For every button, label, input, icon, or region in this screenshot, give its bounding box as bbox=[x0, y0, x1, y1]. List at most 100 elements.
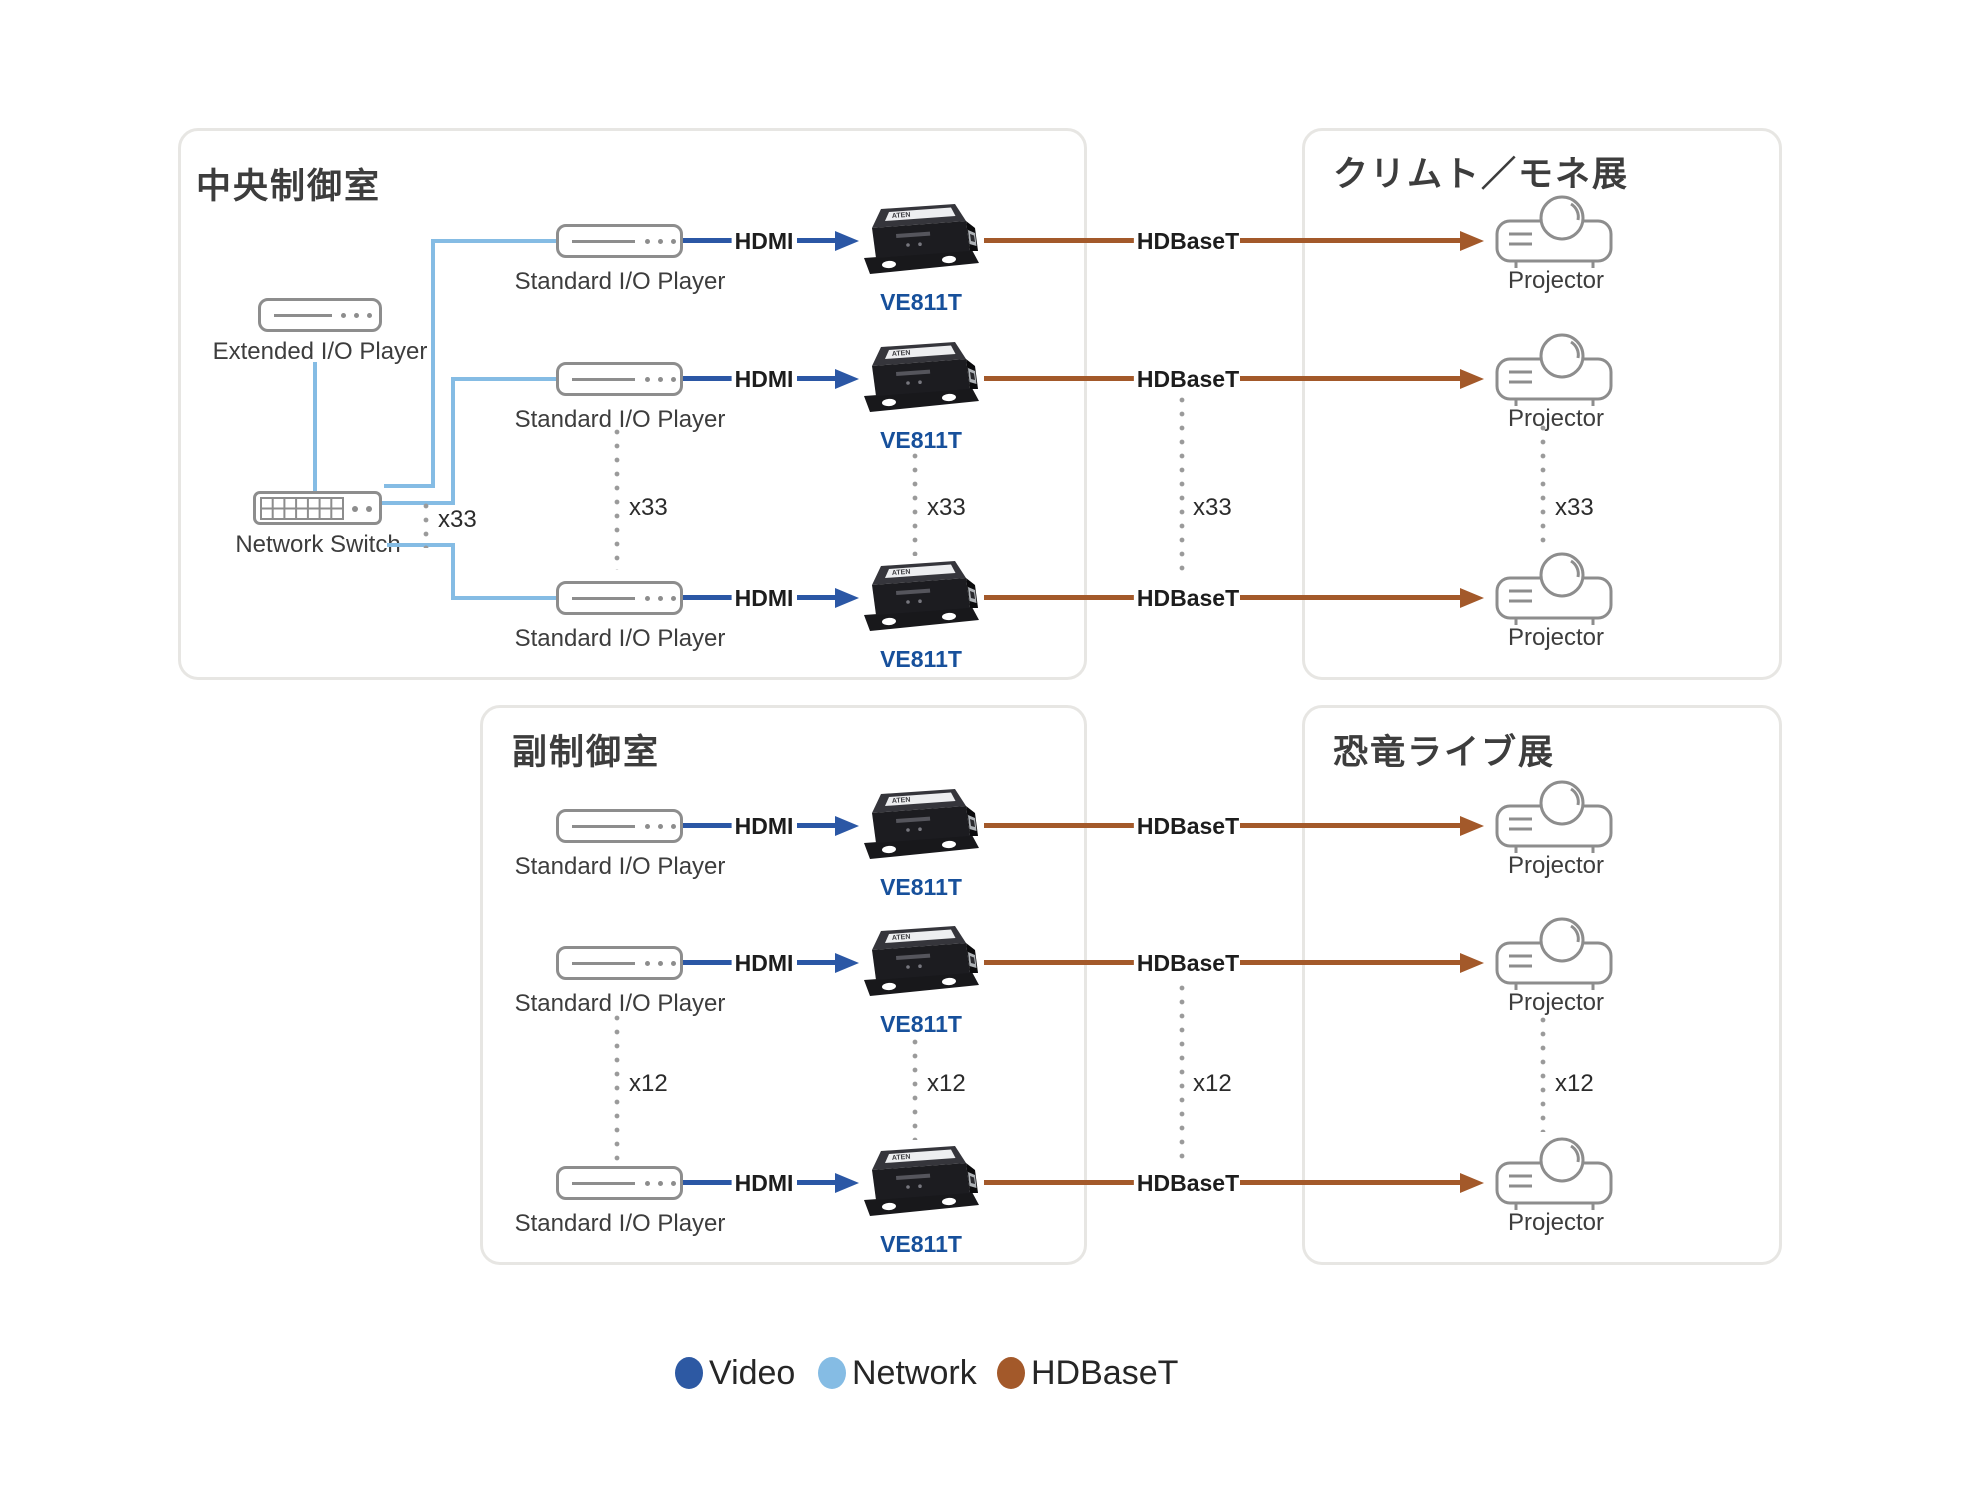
hdbaset-label: HDBaseT bbox=[1133, 813, 1243, 840]
video-arrow-icon bbox=[835, 953, 859, 973]
standard-io-player-label: Standard I/O Player bbox=[514, 990, 726, 1017]
video-line bbox=[797, 595, 835, 600]
player-dot bbox=[671, 1181, 676, 1186]
panel-title-dino: 恐竜ライブ展 bbox=[1333, 733, 1556, 772]
dotted-repeat-line bbox=[423, 502, 429, 548]
player-dot bbox=[645, 961, 650, 966]
ve811t-label: VE811T bbox=[880, 1231, 962, 1257]
player-dot bbox=[658, 1181, 663, 1186]
standard-io-player-icon bbox=[556, 362, 683, 396]
hdmi-label: HDMI bbox=[731, 228, 797, 255]
player-dot bbox=[645, 824, 650, 829]
dotted-repeat-line bbox=[912, 452, 918, 556]
network-line bbox=[382, 501, 455, 505]
player-dot bbox=[658, 377, 663, 382]
hdbaset-line bbox=[1240, 376, 1460, 381]
hdbaset-line bbox=[984, 960, 1136, 965]
multiplier-label: x33 bbox=[927, 494, 966, 521]
legend-video-label: Video bbox=[709, 1354, 796, 1392]
video-line bbox=[797, 1180, 835, 1185]
ve811t-transmitter-icon bbox=[856, 786, 982, 866]
network-switch-icon bbox=[253, 491, 382, 525]
projector-icon bbox=[1494, 195, 1618, 271]
hdmi-label: HDMI bbox=[731, 585, 797, 612]
hdbaset-line bbox=[984, 238, 1136, 243]
hdbaset-line bbox=[1240, 823, 1460, 828]
hdbaset-line bbox=[1240, 238, 1460, 243]
player-dot bbox=[341, 313, 346, 318]
ve811t-label: VE811T bbox=[880, 1011, 962, 1037]
network-line bbox=[455, 596, 556, 600]
ve811t-transmitter-icon bbox=[856, 558, 982, 638]
player-dot bbox=[671, 596, 676, 601]
multiplier-label: x33 bbox=[438, 506, 477, 533]
legend-hdbaset-label: HDBaseT bbox=[1031, 1354, 1179, 1392]
hdbaset-arrow-icon bbox=[1460, 369, 1484, 389]
legend-network-dot bbox=[818, 1357, 846, 1389]
multiplier-label: x12 bbox=[629, 1070, 668, 1097]
hdbaset-arrow-icon bbox=[1460, 231, 1484, 251]
ve811t-label: VE811T bbox=[880, 427, 962, 453]
standard-io-player-icon bbox=[556, 581, 683, 615]
player-dot bbox=[658, 596, 663, 601]
player-slot-line bbox=[572, 1181, 635, 1185]
video-line bbox=[797, 823, 835, 828]
hdbaset-line bbox=[1240, 595, 1460, 600]
standard-io-player-icon bbox=[556, 1166, 683, 1200]
player-dot bbox=[367, 313, 372, 318]
video-arrow-icon bbox=[835, 1173, 859, 1193]
dotted-repeat-line bbox=[614, 428, 620, 570]
legend-video-dot bbox=[675, 1357, 703, 1389]
player-slot-line bbox=[572, 824, 635, 828]
hdbaset-label: HDBaseT bbox=[1133, 950, 1243, 977]
video-line bbox=[797, 376, 835, 381]
player-slot-line bbox=[274, 313, 332, 317]
video-arrow-icon bbox=[835, 816, 859, 836]
ve811t-transmitter-icon bbox=[856, 201, 982, 281]
projector-label: Projector bbox=[1507, 852, 1605, 879]
hdmi-label: HDMI bbox=[731, 366, 797, 393]
dotted-repeat-line bbox=[1540, 424, 1546, 544]
hdbaset-label: HDBaseT bbox=[1133, 228, 1243, 255]
projector-icon bbox=[1494, 917, 1618, 993]
hdbaset-line bbox=[984, 1180, 1136, 1185]
network-line bbox=[387, 543, 453, 547]
hdmi-label: HDMI bbox=[731, 813, 797, 840]
hdbaset-arrow-icon bbox=[1460, 1173, 1484, 1193]
projector-icon bbox=[1494, 333, 1618, 409]
ve811t-label: VE811T bbox=[880, 874, 962, 900]
player-dot bbox=[645, 1181, 650, 1186]
hdbaset-arrow-icon bbox=[1460, 588, 1484, 608]
hdbaset-line bbox=[1240, 1180, 1460, 1185]
panel-title-klimt: クリムト／モネ展 bbox=[1333, 155, 1630, 194]
multiplier-label: x33 bbox=[1193, 494, 1232, 521]
projector-label: Projector bbox=[1507, 989, 1605, 1016]
ve811t-label: VE811T bbox=[880, 289, 962, 315]
ve811t-transmitter-icon bbox=[856, 923, 982, 1003]
video-line bbox=[683, 1180, 733, 1185]
player-slot-line bbox=[572, 961, 635, 965]
player-dot bbox=[658, 239, 663, 244]
dotted-repeat-line bbox=[912, 1038, 918, 1140]
legend-network-label: Network bbox=[852, 1354, 977, 1392]
extended-io-player-icon bbox=[258, 298, 382, 332]
video-line bbox=[683, 238, 733, 243]
multiplier-label: x12 bbox=[1555, 1070, 1594, 1097]
dotted-repeat-line bbox=[1540, 1016, 1546, 1132]
extended-io-player-label: Extended I/O Player bbox=[212, 338, 428, 365]
projector-icon bbox=[1494, 780, 1618, 856]
video-arrow-icon bbox=[835, 588, 859, 608]
standard-io-player-icon bbox=[556, 224, 683, 258]
panel-title-central: 中央制御室 bbox=[196, 167, 382, 206]
video-arrow-icon bbox=[835, 369, 859, 389]
hdmi-label: HDMI bbox=[731, 1170, 797, 1197]
network-line-extended-to-switch bbox=[313, 362, 317, 491]
video-line bbox=[683, 823, 733, 828]
projector-label: Projector bbox=[1507, 1209, 1605, 1236]
multiplier-label: x12 bbox=[1193, 1070, 1232, 1097]
player-dot bbox=[671, 824, 676, 829]
standard-io-player-icon bbox=[556, 946, 683, 980]
standard-io-player-label: Standard I/O Player bbox=[514, 268, 726, 295]
network-line bbox=[431, 239, 435, 488]
